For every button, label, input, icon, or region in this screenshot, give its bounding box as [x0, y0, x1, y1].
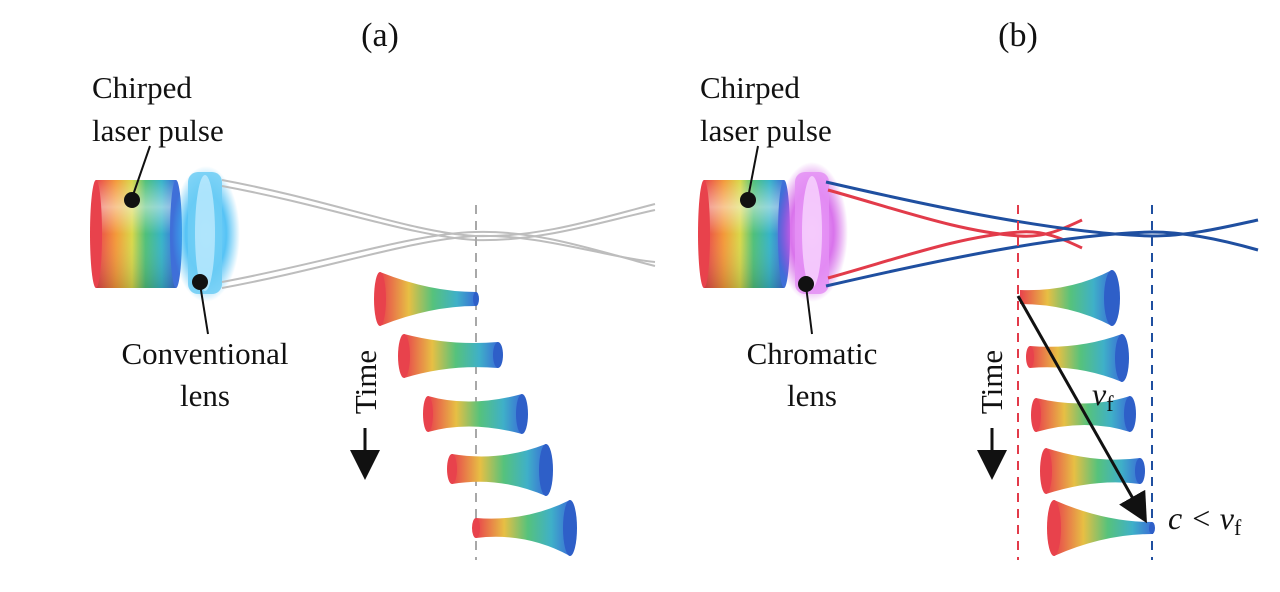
panel-a-tag: (a) — [361, 17, 399, 54]
time-label-b: Time — [974, 349, 1009, 415]
snapshot-a-1 — [374, 272, 479, 326]
snapshot-a-5 — [472, 500, 577, 556]
velocity-relation: c < vf — [1168, 500, 1241, 541]
pulse-label-a-line2: laser pulse — [92, 113, 224, 148]
lens-label-a-line2: lens — [180, 378, 230, 413]
snapshot-b-4 — [1040, 448, 1145, 494]
panel-b-tag: (b) — [998, 17, 1038, 54]
snapshots-a — [374, 272, 577, 556]
snapshot-b-5 — [1047, 500, 1155, 556]
pulse-pointer-dot-b — [740, 192, 756, 208]
snapshot-a-2 — [398, 334, 503, 378]
panel-b — [698, 145, 1259, 560]
velocity-symbol: v — [1092, 376, 1107, 412]
lens-label-b-line1: Chromatic — [746, 336, 878, 371]
focus-velocity-arrow — [1016, 295, 1147, 524]
beam-outline-a — [221, 179, 656, 289]
snapshot-a-3 — [423, 394, 528, 434]
snapshot-b-2 — [1026, 334, 1129, 382]
chromatic-lens — [776, 162, 848, 302]
velocity-subscript: f — [1106, 391, 1114, 416]
panel-a — [90, 145, 656, 560]
snapshot-b-1 — [1020, 270, 1120, 326]
lens-label-a-line1: Conventional — [121, 336, 289, 371]
relation-v: v — [1219, 500, 1234, 536]
snapshot-a-4 — [447, 444, 553, 496]
beam-red — [827, 188, 1083, 280]
snapshots-b — [1020, 270, 1155, 556]
lens-pointer-dot-b — [798, 276, 814, 292]
conventional-lens — [172, 166, 240, 302]
chirped-pulse-b — [698, 180, 790, 288]
callouts-a — [124, 145, 209, 335]
snapshot-b-3 — [1031, 396, 1136, 432]
pulse-label-b-line1: Chirped — [700, 70, 800, 105]
relation-c: c < — [1168, 500, 1220, 536]
lens-label-b-line2: lens — [787, 378, 837, 413]
pulse-pointer-dot-a — [124, 192, 140, 208]
beam-blue — [825, 180, 1259, 288]
pulse-label-b-line2: laser pulse — [700, 113, 832, 148]
focus-velocity-label: vf — [1092, 376, 1114, 417]
lens-pointer-dot-a — [192, 274, 208, 290]
time-label-a: Time — [348, 349, 383, 415]
callouts-b — [740, 145, 814, 335]
relation-subscript: f — [1234, 515, 1242, 540]
pulse-label-a-line1: Chirped — [92, 70, 192, 105]
